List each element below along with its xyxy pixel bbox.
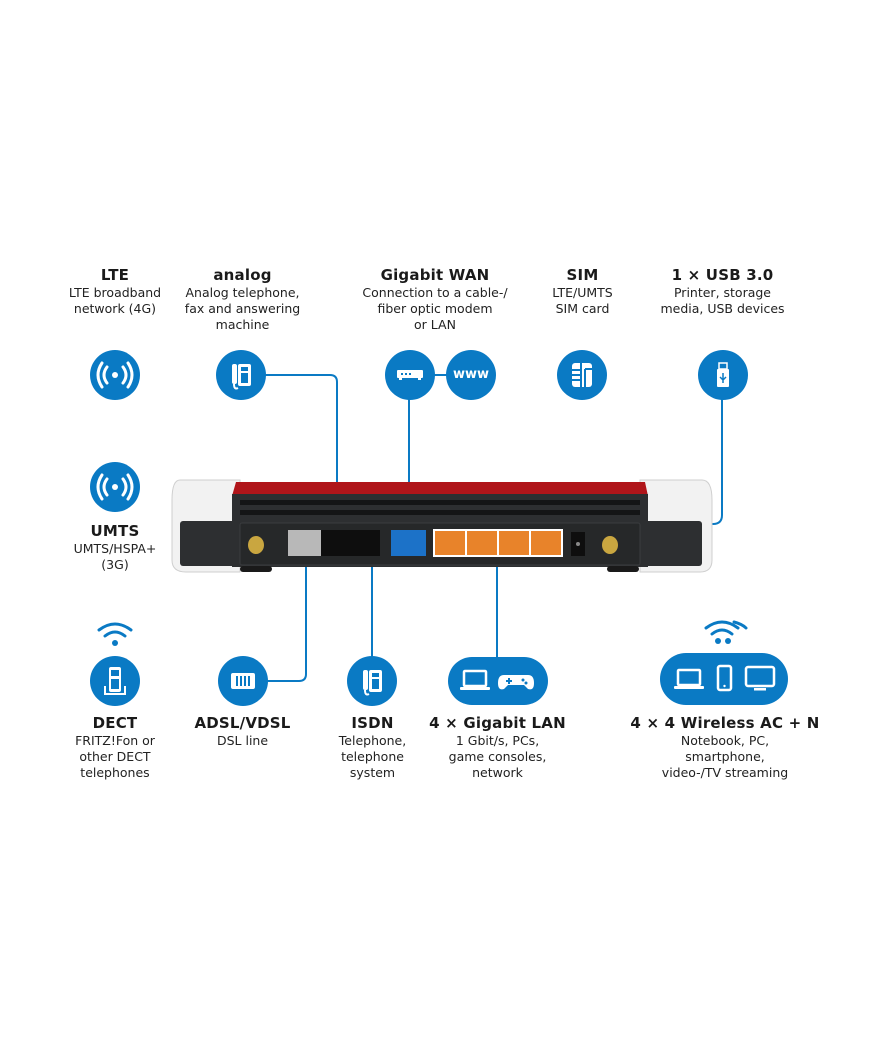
feature-usb-desc: Printer, storage media, USB devices xyxy=(660,285,785,316)
feature-isdn-title: ISDN xyxy=(351,714,394,732)
feature-sim-title: SIM xyxy=(566,266,599,284)
desk-phone-icon xyxy=(216,350,266,400)
feature-umts-desc: UMTS/HSPA+ (3G) xyxy=(73,541,157,572)
feature-lte: LTE LTE broadband network (4G) xyxy=(55,265,175,317)
dsl-port xyxy=(288,530,321,556)
umts-antenna-connector xyxy=(602,536,618,554)
antenna-signal-icon xyxy=(90,462,140,512)
feature-dsl-desc: DSL line xyxy=(216,733,269,748)
cordless-phone-icon xyxy=(90,656,140,706)
feature-lte-title: LTE xyxy=(100,266,130,284)
fonS0-port xyxy=(346,530,380,556)
feature-analog-desc: Analog telephone, fax and answering mach… xyxy=(184,285,301,332)
usb-stick-icon xyxy=(698,350,748,400)
feature-wifi-title: 4 × 4 Wireless AC + N xyxy=(630,714,820,732)
feature-dect-title: DECT xyxy=(92,714,138,732)
lan3-port xyxy=(499,531,529,555)
feature-lan: 4 × Gigabit LAN 1 Gbit/s, PCs, game cons… xyxy=(425,713,570,781)
feature-wan-title: Gigabit WAN xyxy=(380,266,490,284)
modem-www-connector xyxy=(434,374,448,376)
antenna-signal-icon xyxy=(90,350,140,400)
desk-phone-icon xyxy=(347,656,397,706)
wifi-signal-icon xyxy=(704,620,748,644)
feature-lan-title: 4 × Gigabit LAN xyxy=(429,714,566,732)
line-dsl xyxy=(266,562,307,682)
feature-isdn-desc: Telephone, telephone system xyxy=(338,733,407,780)
dsl-splitter-icon xyxy=(218,656,268,706)
feature-isdn: ISDN Telephone, telephone system xyxy=(315,713,430,781)
laptop-gamepad-icon xyxy=(448,657,548,705)
feature-sim: SIM LTE/UMTS SIM card xyxy=(535,265,630,317)
feature-wifi: 4 × 4 Wireless AC + N Notebook, PC, smar… xyxy=(625,713,825,781)
laptop-phone-tv-icon xyxy=(660,653,788,705)
lte-antenna-connector xyxy=(248,536,264,554)
router-red-top xyxy=(232,482,648,496)
sim-card-icon xyxy=(557,350,607,400)
www-icon: www xyxy=(446,350,496,400)
feature-dsl-title: ADSL/VDSL xyxy=(194,714,291,732)
feature-umts: UMTS UMTS/HSPA+ (3G) xyxy=(55,521,175,573)
feature-usb-title: 1 × USB 3.0 xyxy=(671,266,774,284)
feature-sim-desc: LTE/UMTS SIM card xyxy=(552,285,613,316)
lan4-port xyxy=(531,531,561,555)
feature-dect: DECT FRITZ!Fon or other DECT telephones xyxy=(55,713,175,781)
feature-wifi-desc: Notebook, PC, smartphone, video-/TV stre… xyxy=(661,733,789,780)
feature-dect-desc: FRITZ!Fon or other DECT telephones xyxy=(75,733,155,780)
feature-wan-desc: Connection to a cable-/ fiber optic mode… xyxy=(362,285,508,332)
feature-lte-desc: LTE broadband network (4G) xyxy=(68,285,162,316)
wan-port xyxy=(391,530,426,556)
feature-analog-title: analog xyxy=(213,266,272,284)
feature-usb: 1 × USB 3.0 Printer, storage media, USB … xyxy=(650,265,795,317)
line-analog xyxy=(265,374,338,514)
feature-lan-desc: 1 Gbit/s, PCs, game consoles, network xyxy=(448,733,547,780)
modem-icon xyxy=(385,350,435,400)
feature-wan: Gigabit WAN Connection to a cable-/ fibe… xyxy=(350,265,520,333)
fon2-port xyxy=(321,530,346,556)
line-usb xyxy=(706,398,723,525)
feature-umts-title: UMTS xyxy=(90,522,140,540)
wifi-signal-icon xyxy=(97,622,133,646)
lan2-port xyxy=(467,531,497,555)
lan1-port xyxy=(435,531,465,555)
feature-analog: analog Analog telephone, fax and answeri… xyxy=(170,265,315,333)
feature-dsl: ADSL/VDSL DSL line xyxy=(180,713,305,749)
